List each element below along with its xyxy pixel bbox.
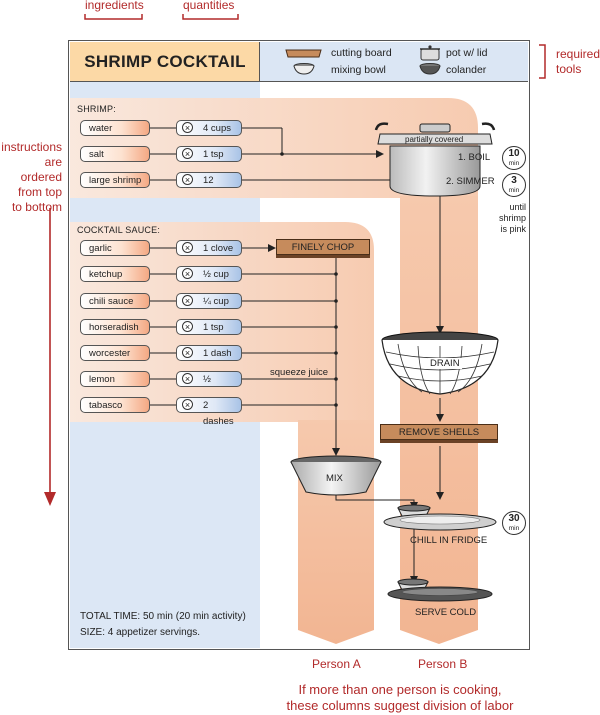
ingredient-horseradish: horseradish [80,319,150,335]
colander-icon [419,63,441,75]
mixing-bowl-icon [293,63,315,75]
ingredient-lemon: lemon [80,371,150,387]
quantities-annotation: quantities [183,0,235,12]
pot-icon [374,122,496,197]
person-b-label: Person B [418,657,468,671]
quantity-salt: 1 tsp [176,146,242,162]
serve-platter-icon [387,578,493,602]
quantity-water: 4 cups [176,120,242,136]
quantities-bracket [182,14,239,20]
quantity-large-shrimp: 12 [176,172,242,188]
squeeze-juice-note: squeeze juice [270,367,329,378]
quantity-worcester: 1 dash [176,345,242,361]
title-cell [70,42,260,82]
times-icon: × [182,268,193,279]
colander-label: colander [446,64,487,76]
cutting-board-label: cutting board [331,47,392,59]
boil-timer-value: 10 [508,148,520,159]
ingredients-annotation: ingredients [85,0,144,12]
person-a-label: Person A [312,657,361,671]
partially-covered-note: partially covered [405,135,464,144]
step-chill: CHILL IN FRIDGE [410,535,488,546]
times-icon: × [182,242,193,253]
division-note: If more than one person is cooking, thes… [286,682,514,713]
servings-size: SIZE: 4 appetizer servings. [80,627,201,638]
boil-timer-unit: min [508,160,520,167]
finely-chop-board: FINELY CHOP [276,239,370,255]
step-serve: SERVE COLD [415,607,477,618]
times-icon: × [182,174,193,185]
chill-platter-icon [383,504,497,531]
chill-timer-unit: min [508,525,520,532]
mixing-bowl-label: mixing bowl [331,64,386,76]
required-tools-annotation: required tools [556,47,600,76]
times-icon: × [182,122,193,133]
ingredients-bracket [84,14,143,20]
chill-timer: 30 min [502,511,526,535]
total-time: TOTAL TIME: 50 min (20 min activity) [80,611,246,622]
pot-label: pot w/ lid [446,47,488,59]
order-annotation: instructions are ordered from top to bot… [1,140,62,214]
pot-icon [420,45,440,61]
shrimp-section-label: SHRIMP: [77,104,116,114]
chill-timer-value: 30 [508,513,520,524]
tools-header [260,42,528,82]
quantity-ketchup: ½ cup [176,266,242,282]
ingredient-tabasco: tabasco [80,397,150,413]
cutting-board-icon [285,49,322,58]
times-icon: × [182,321,193,332]
ingredient-water: water [80,120,150,136]
order-arrow [44,208,56,506]
times-icon: × [182,373,193,384]
times-icon: × [182,399,193,410]
step-drain: DRAIN [428,358,462,369]
ingredient-salt: salt [80,146,150,162]
quantity-lemon: ½ [176,371,242,387]
step-boil: 1. BOIL [458,152,491,163]
ingredient-worcester: worcester [80,345,150,361]
tools-bracket [539,44,546,79]
times-icon: × [182,148,193,159]
times-icon: × [182,295,193,306]
until-pink-note: until shrimp is pink [498,202,526,234]
simmer-timer: 3 min [502,173,526,197]
times-icon: × [182,347,193,358]
ingredient-large-shrimp: large shrimp [80,172,150,188]
quantity-tabasco: 2 dashes [176,397,242,427]
ingredient-garlic: garlic [80,240,150,256]
simmer-timer-unit: min [508,187,520,194]
remove-shells-board: REMOVE SHELLS [380,424,498,440]
ingredient-ketchup: ketchup [80,266,150,282]
quantity-garlic: 1 clove [176,240,242,256]
simmer-timer-value: 3 [511,175,517,186]
recipe-title: SHRIMP COCKTAIL [84,52,246,71]
quantity-chili-sauce: ¼ cup [176,293,242,309]
quantity-horseradish: 1 tsp [176,319,242,335]
step-simmer: 2. SIMMER [446,176,495,187]
sauce-section-label: COCKTAIL SAUCE: [77,225,161,235]
step-mix: MIX [326,473,343,484]
ingredient-chili-sauce: chili sauce [80,293,150,309]
boil-timer: 10 min [502,146,526,170]
mixing-bowl-icon [290,455,382,496]
